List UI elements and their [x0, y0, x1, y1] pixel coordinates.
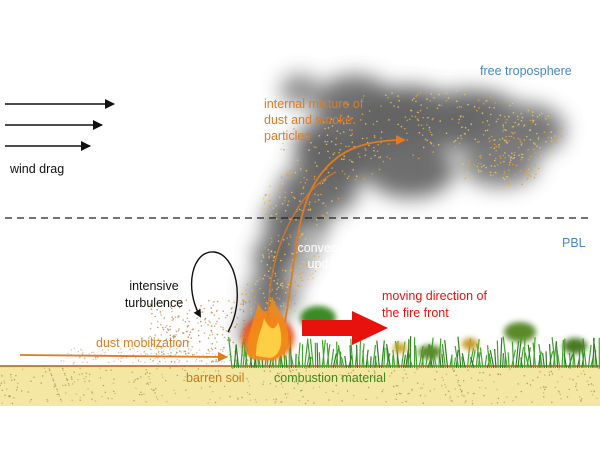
pbl-label: PBL: [562, 236, 586, 250]
internal-mixture-label: internal mixture of dust and smoke parti…: [264, 97, 364, 143]
updraft-mixing-arrow-2: [267, 171, 337, 319]
updraft-mixing-arrow: [284, 135, 406, 323]
combustion-material-label: combustion material: [274, 371, 386, 385]
fire: [242, 296, 294, 360]
intensive-turbulence-label: intensive turbulence: [124, 279, 184, 310]
barren-soil-layer: [0, 365, 600, 406]
convective-updraft-label: convective updraft: [297, 241, 357, 271]
dust-mobilization-label: dust mobilization: [96, 336, 190, 350]
vegetation: [228, 306, 600, 369]
moving-direction-label: moving direction of the fire front: [382, 289, 487, 320]
dust-mobilization-arrow: [19, 351, 228, 362]
soil-speckles: [0, 367, 600, 405]
barren-soil-label: barren soil: [186, 371, 245, 385]
turbulence-loop-arrow: [190, 251, 238, 333]
fire-front-direction-arrow: [302, 311, 388, 345]
free-troposphere-label: free troposphere: [480, 64, 572, 78]
wind-drag-label: wind drag: [10, 162, 65, 176]
dust-smoke-particles: [241, 90, 563, 325]
wind-arrows: [5, 99, 115, 151]
